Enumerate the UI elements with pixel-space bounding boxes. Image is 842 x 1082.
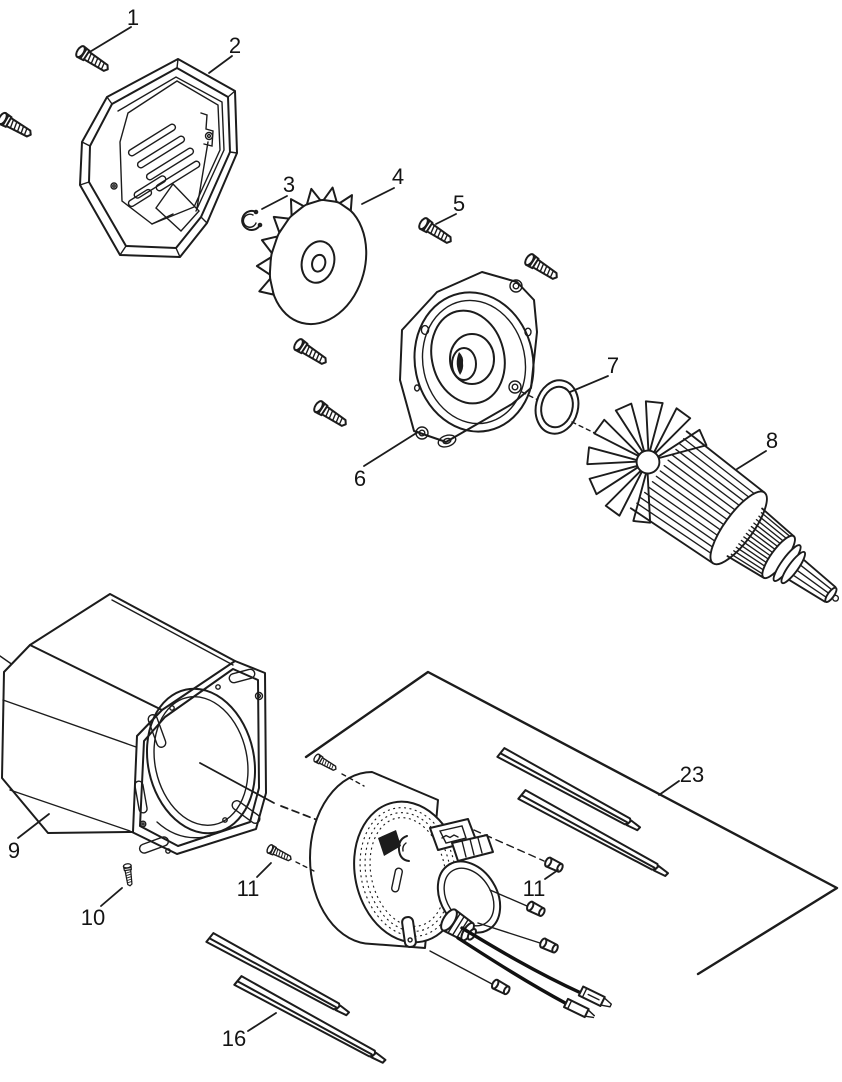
callout-10-label: 10 — [81, 905, 105, 930]
callout-11-left-label: 11 — [237, 876, 260, 901]
part-fan — [255, 186, 368, 326]
part-retaining-ring — [241, 209, 263, 231]
callout-1-leader — [87, 26, 132, 54]
through-bolt-b — [489, 889, 548, 919]
callout-7-leader — [569, 375, 609, 393]
cover-vents — [127, 123, 201, 208]
callout-1-label: 1 — [127, 5, 139, 30]
screw-5a — [416, 215, 456, 248]
rod-kit-a — [496, 746, 644, 834]
housing-axis-line — [199, 762, 275, 804]
screw-edge — [0, 110, 35, 142]
kit-boundary — [304, 670, 839, 976]
callout-5-leader — [435, 213, 457, 225]
callout-6-label: 6 — [354, 466, 366, 491]
callout-3-leader — [261, 195, 288, 210]
callout-11-left-leader — [256, 862, 272, 878]
screw-5c — [291, 336, 331, 369]
through-bolt-c — [477, 922, 561, 955]
callout-5-label: 5 — [453, 191, 465, 216]
callout-16-label: 16 — [222, 1026, 246, 1051]
callout-11-right-leader — [544, 869, 559, 880]
callout-7-label: 7 — [607, 353, 619, 378]
callout-9-label: 9 — [8, 838, 20, 863]
callout-23-leader — [658, 780, 680, 796]
callout-23-label: 23 — [680, 762, 704, 787]
callouts: 1 2 3 4 5 6 7 8 9 10 11 11 16 23 — [8, 5, 778, 1051]
screw-5d — [311, 398, 351, 431]
screw-5b — [522, 251, 562, 284]
part-fan-cover — [79, 58, 238, 258]
screw-10 — [122, 862, 135, 887]
callout-4-label: 4 — [392, 164, 404, 189]
part-washer — [521, 379, 641, 456]
callout-8-leader — [736, 450, 767, 470]
through-bolt-a — [473, 829, 566, 875]
callout-3-label: 3 — [283, 172, 295, 197]
callout-4-leader — [361, 187, 395, 205]
callout-8-label: 8 — [766, 428, 778, 453]
callout-11-right-label: 11 — [523, 876, 546, 901]
motor-lead-wires — [456, 926, 613, 1019]
callout-16-leader — [247, 1012, 277, 1032]
callout-9-leader — [17, 813, 50, 839]
part-armature — [586, 400, 840, 603]
part-stator-assembly — [309, 771, 502, 949]
through-bolt-d — [429, 950, 512, 997]
part-bearing-plate — [399, 271, 538, 448]
callout-2-leader — [208, 55, 233, 74]
rod-kit-b — [517, 788, 672, 880]
callout-6-leader — [363, 431, 419, 467]
screw-11-left — [265, 843, 317, 873]
part-motor-housing — [0, 593, 267, 855]
callout-10-leader — [100, 887, 123, 907]
screw-top — [312, 752, 365, 787]
callout-2-label: 2 — [229, 33, 241, 58]
